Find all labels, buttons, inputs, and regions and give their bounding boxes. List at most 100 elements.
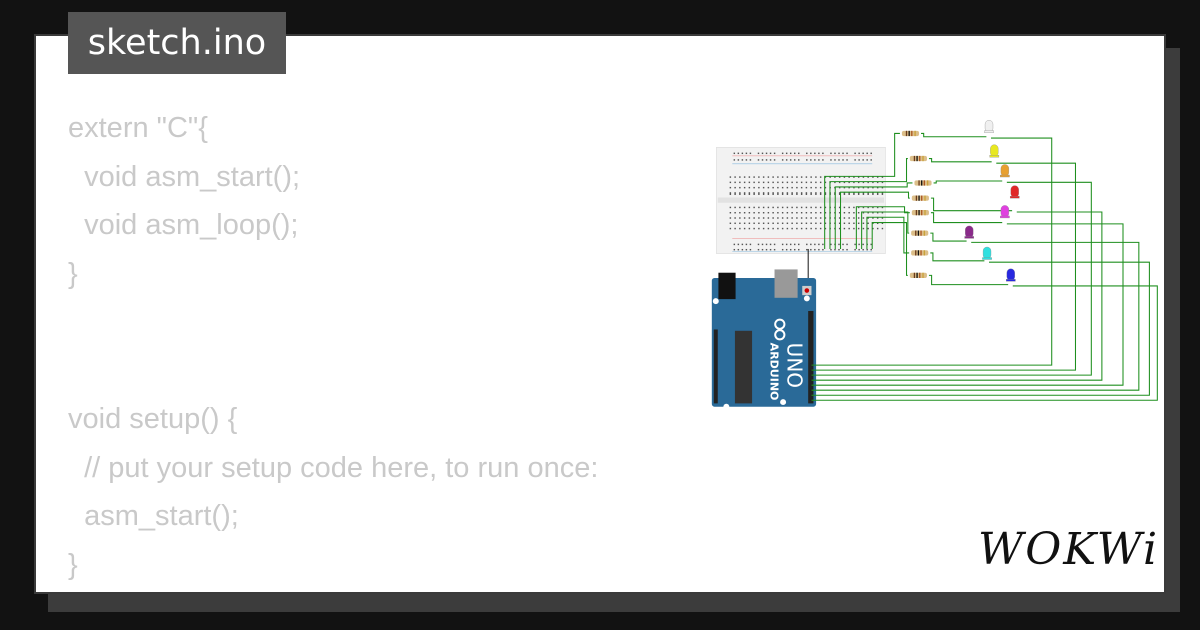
breadboard-hole bbox=[815, 222, 817, 225]
breadboard-hole bbox=[777, 206, 779, 209]
breadboard-hole bbox=[824, 176, 827, 178]
breadboard-hole bbox=[857, 192, 860, 194]
breadboard-hole bbox=[838, 152, 840, 155]
breadboard-hole bbox=[791, 227, 793, 230]
breadboard-hole bbox=[748, 217, 751, 219]
breadboard-hole bbox=[872, 181, 874, 184]
breadboard-hole bbox=[814, 152, 816, 155]
breadboard-hole bbox=[842, 248, 844, 251]
breadboard-hole bbox=[867, 227, 869, 230]
breadboard-hole bbox=[853, 212, 855, 214]
resistor bbox=[909, 272, 927, 278]
resistor bbox=[911, 230, 929, 236]
breadboard-hole bbox=[796, 217, 798, 219]
breadboard-hole bbox=[838, 217, 841, 219]
breadboard-hole bbox=[796, 181, 798, 184]
breadboard-hole bbox=[739, 227, 741, 230]
breadboard-hole bbox=[743, 212, 746, 214]
breadboard-hole bbox=[818, 159, 820, 161]
led bbox=[984, 120, 994, 133]
file-tab[interactable]: sketch.ino bbox=[68, 12, 286, 74]
breadboard-hole bbox=[739, 192, 741, 194]
breadboard-hole bbox=[757, 152, 760, 155]
breadboard-hole bbox=[824, 212, 827, 214]
breadboard-hole bbox=[761, 243, 764, 246]
breadboard-hole bbox=[737, 159, 740, 161]
breadboard-hole bbox=[872, 227, 874, 230]
breadboard-hole bbox=[848, 181, 850, 184]
led-rim bbox=[989, 155, 1000, 158]
breadboard-hole bbox=[798, 243, 800, 246]
breadboard-hole bbox=[767, 192, 770, 194]
breadboard-hole bbox=[734, 206, 736, 209]
resistor-band bbox=[923, 250, 925, 256]
resistor-band bbox=[923, 180, 925, 186]
resistor-band bbox=[918, 195, 920, 201]
breadboard-hole bbox=[876, 222, 879, 225]
breadboard-hole bbox=[729, 222, 732, 225]
breadboard-hole bbox=[773, 152, 776, 155]
breadboard-hole bbox=[818, 152, 820, 155]
breadboard-hole bbox=[881, 212, 884, 214]
breadboard-hole bbox=[769, 159, 772, 161]
resistor-band bbox=[923, 230, 925, 236]
breadboard-hole bbox=[734, 181, 736, 184]
breadboard-hole bbox=[810, 152, 812, 155]
breadboard-hole bbox=[838, 243, 840, 246]
breadboard-hole bbox=[846, 159, 848, 161]
resistor-band bbox=[924, 195, 926, 201]
resistor-band bbox=[917, 250, 920, 256]
usb-port bbox=[774, 269, 798, 298]
breadboard-hole bbox=[758, 212, 760, 214]
resistor bbox=[914, 180, 932, 186]
code-line: } bbox=[68, 548, 78, 581]
resistor-wire bbox=[930, 252, 985, 262]
breadboard-hole bbox=[857, 212, 860, 214]
breadboard-hole bbox=[824, 192, 827, 194]
breadboard-hole bbox=[843, 227, 846, 230]
breadboard-hole bbox=[810, 217, 812, 219]
led-wire bbox=[811, 261, 1150, 396]
breadboard-hole bbox=[838, 192, 841, 194]
breadboard-hole bbox=[761, 152, 764, 155]
breadboard-wire bbox=[861, 211, 910, 249]
breadboard-hole bbox=[762, 227, 765, 230]
breadboard-hole bbox=[870, 159, 872, 161]
breadboard-hole bbox=[810, 243, 812, 246]
breadboard-hole bbox=[765, 248, 768, 251]
breadboard-hole bbox=[753, 192, 755, 194]
breadboard-hole bbox=[757, 243, 760, 246]
breadboard-hole bbox=[819, 192, 822, 194]
breadboard-hole bbox=[758, 176, 760, 178]
breadboard-hole bbox=[772, 176, 774, 178]
breadboard-hole bbox=[796, 193, 798, 195]
breadboard-hole bbox=[791, 193, 793, 195]
breadboard-hole bbox=[743, 227, 746, 230]
breadboard-hole bbox=[781, 248, 784, 251]
preview-card bbox=[34, 34, 1166, 594]
breadboard-hole bbox=[829, 176, 831, 178]
breadboard-hole bbox=[834, 152, 836, 155]
breadboard-hole bbox=[800, 181, 803, 184]
breadboard-hole bbox=[838, 206, 841, 209]
breadboard-hole bbox=[786, 193, 789, 195]
breadboard-hole bbox=[819, 193, 822, 195]
breadboard-hole bbox=[810, 181, 812, 184]
breadboard-hole bbox=[848, 222, 850, 225]
breadboard-hole bbox=[734, 193, 736, 195]
breadboard-hole bbox=[793, 152, 796, 155]
breadboard-hole bbox=[843, 206, 846, 209]
breadboard-hole bbox=[729, 176, 732, 178]
breadboard-hole bbox=[767, 212, 770, 214]
resistor-band bbox=[915, 195, 918, 201]
resistor-band bbox=[921, 210, 923, 216]
breadboard-hole bbox=[777, 227, 779, 230]
breadboard-hole bbox=[846, 152, 848, 155]
breadboard-hole bbox=[834, 248, 836, 251]
breadboard-hole bbox=[762, 181, 765, 184]
arduino-logo bbox=[774, 318, 786, 330]
breadboard-hole bbox=[765, 152, 768, 155]
breadboard-hole bbox=[745, 243, 748, 246]
breadboard-hole bbox=[767, 181, 770, 184]
